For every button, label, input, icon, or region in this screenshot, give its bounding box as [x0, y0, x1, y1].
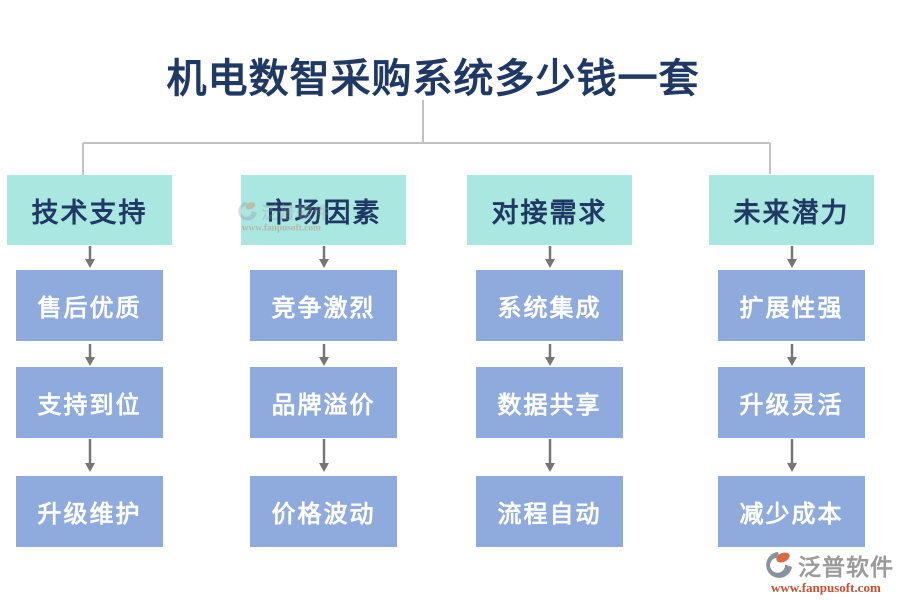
- item-box: 扩展性强: [718, 270, 865, 341]
- page-title: 机电数智采购系统多少钱一套: [166, 56, 700, 101]
- item-box: 竞争激烈: [250, 270, 397, 341]
- watermark-url: www.fanpusoft.com: [771, 580, 881, 595]
- watermark: 泛普软件 www.fanpusoft.com: [763, 548, 893, 596]
- category-box-integration-needs: 对接需求: [467, 175, 632, 245]
- item-box: 支持到位: [16, 367, 163, 438]
- category-box-tech-support: 技术支持: [7, 175, 172, 245]
- watermark-url: www.fanpusoft.com: [241, 222, 321, 233]
- fanpu-logo-icon: [238, 201, 257, 221]
- item-box: 减少成本: [718, 476, 865, 547]
- item-box: 系统集成: [476, 270, 623, 341]
- watermark-brand: 泛普软件: [261, 204, 331, 223]
- item-box: 流程自动: [476, 476, 623, 547]
- tree-connector: [82, 100, 771, 176]
- item-box: 售后优质: [16, 270, 163, 341]
- item-box: 升级维护: [16, 476, 163, 547]
- item-box: 升级灵活: [718, 367, 865, 438]
- item-box: 价格波动: [250, 476, 397, 547]
- category-box-market-factors: 市场因素: [241, 175, 406, 245]
- fanpu-logo-icon: [766, 552, 792, 578]
- watermark-brand: 泛普软件: [798, 555, 894, 580]
- item-box: 品牌溢价: [250, 367, 397, 438]
- category-box-future-potential: 未来潜力: [709, 175, 874, 245]
- item-box: 数据共享: [476, 367, 623, 438]
- watermark-faint: 泛普软件 www.fanpusoft.com: [236, 199, 330, 485]
